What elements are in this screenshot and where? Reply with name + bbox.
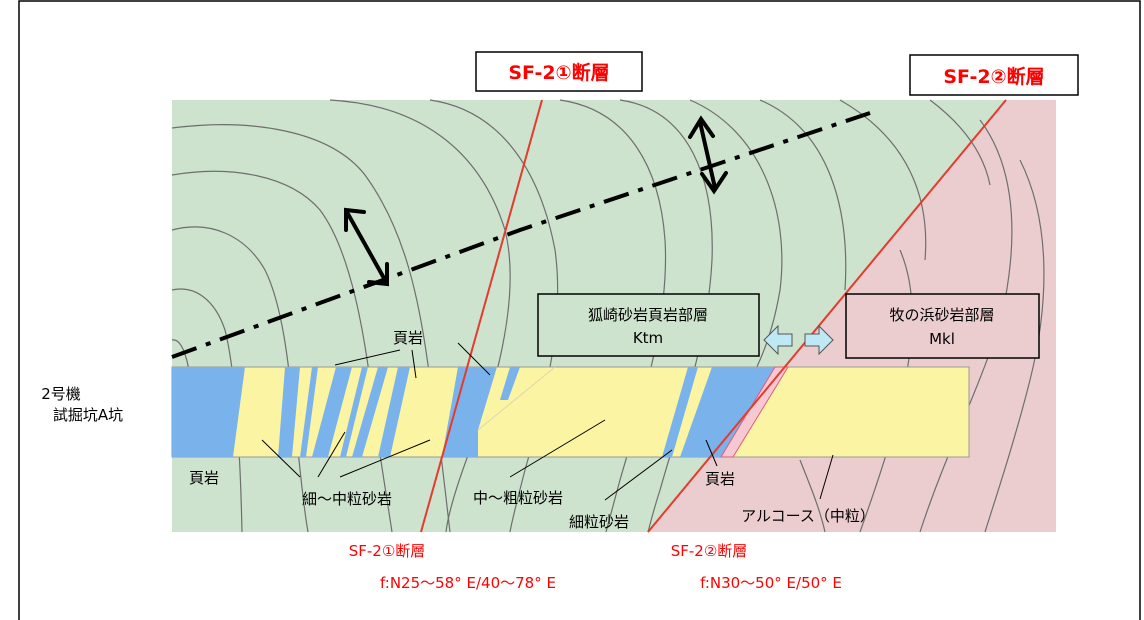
unit-name-ktm: 狐崎砂岩頁岩部層 — [588, 306, 708, 324]
unit-code-mkl: Mkl — [929, 330, 955, 348]
label-fine-sandstone: 細粒砂岩 — [569, 513, 629, 531]
blue-band — [340, 367, 368, 457]
blue-band — [172, 367, 245, 457]
blue-band — [278, 367, 300, 457]
blue-band — [300, 367, 318, 457]
tunnel — [171, 366, 970, 458]
fault-2-line — [647, 99, 1007, 533]
blue-band — [500, 367, 520, 400]
fault-1-line — [420, 99, 543, 533]
label-fine-medium-sandstone: 細～中粒砂岩 — [302, 490, 392, 508]
fault-1-bottom-label: SF-2①断層 — [349, 542, 426, 560]
contact-line — [477, 366, 556, 431]
label-shale-right: 頁岩 — [705, 470, 735, 488]
leader-lines — [261, 342, 834, 501]
tunnel-label-line2: 試掘坑A坑 — [53, 406, 123, 424]
blue-band — [312, 367, 352, 457]
blue-band — [662, 367, 698, 457]
label-medium-coarse-sandstone: 中～粗粒砂岩 — [473, 489, 563, 507]
blue-band — [442, 367, 497, 457]
right-arrow-icon — [804, 324, 834, 356]
fault-1-orientation: f:N25～58° E/40～78° E — [380, 574, 556, 592]
label-arkose: アルコース（中粒） — [741, 507, 875, 525]
fault-2-title-box: SF-2②断層 — [909, 54, 1079, 96]
unit-name-mkl: 牧の浜砂岩部層 — [889, 306, 994, 324]
double-arrow-1 — [344, 207, 389, 287]
label-shale-left: 頁岩 — [189, 469, 219, 487]
fold-axis — [171, 111, 871, 359]
fault-2-bottom-label: SF-2②断層 — [671, 542, 748, 560]
unit-box-mkl: 牧の浜砂岩部層 Mkl — [845, 293, 1040, 359]
blue-band — [378, 367, 410, 457]
unit-box-ktm: 狐崎砂岩頁岩部層 Ktm — [537, 293, 760, 357]
left-arrow-icon — [763, 324, 793, 356]
tunnel-label-line1: 2号機 — [41, 385, 81, 403]
blue-band — [680, 367, 780, 457]
fault-2-title: SF-2②断層 — [943, 65, 1044, 88]
unit-code-ktm: Ktm — [633, 329, 663, 347]
blue-band — [352, 367, 388, 457]
fault-1-title: SF-2①断層 — [508, 61, 609, 84]
fault-2-orientation: f:N30～50° E/50° E — [700, 574, 842, 592]
label-shale-top: 頁岩 — [393, 329, 423, 347]
double-arrow-2 — [688, 115, 728, 195]
fault-1-title-box: SF-2①断層 — [475, 51, 643, 92]
